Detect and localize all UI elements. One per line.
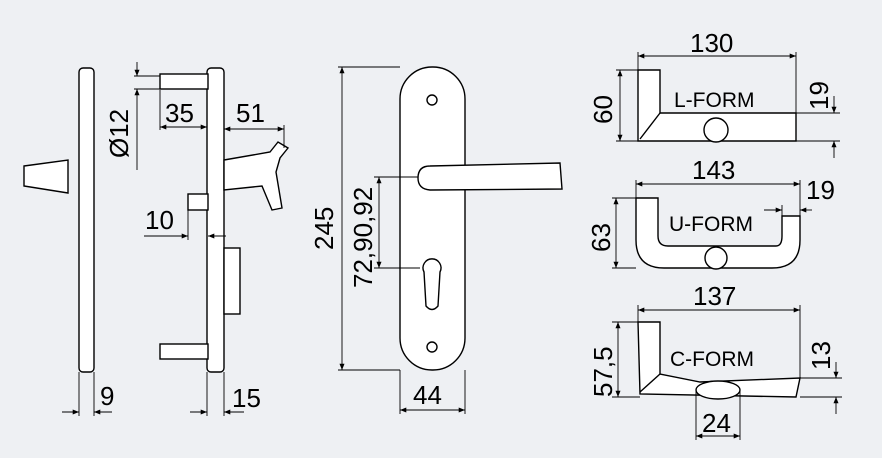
side-lever: [223, 141, 290, 211]
c-form-label: C-FORM: [670, 348, 754, 371]
front-keyhole: [422, 258, 442, 311]
side-right-plate: [206, 67, 225, 373]
c-form-width-label: 137: [693, 281, 736, 311]
c-form-offset-label: 13: [806, 341, 836, 370]
u-form-offset-label: 19: [806, 175, 835, 205]
side-view: Ø12 35 51 10 9 15: [23, 62, 290, 416]
dim-diameter-label: Ø12: [104, 109, 134, 158]
l-form: L-FORM 130 60 19: [588, 28, 840, 158]
front-lever: [417, 162, 563, 191]
c-form-grip-label: 24: [702, 408, 731, 438]
side-lock-case: [223, 247, 241, 315]
side-handle-stub: [23, 159, 69, 194]
side-top-pin: [159, 73, 209, 90]
side-bottom-pin: [159, 343, 209, 360]
side-square-pin: [187, 193, 209, 211]
u-form-label: U-FORM: [669, 213, 753, 236]
dim-35-label: 35: [165, 98, 194, 128]
c-form-shape: [637, 321, 801, 398]
front-screw-top: [426, 94, 438, 106]
c-form-height-label: 57,5: [588, 346, 618, 397]
l-form-offset-label: 19: [804, 81, 834, 110]
l-form-height-label: 60: [588, 95, 618, 124]
dim-10-label: 10: [145, 205, 174, 235]
u-form-spindle: [704, 246, 728, 270]
dim-15-label: 15: [232, 383, 261, 413]
dim-44-label: 44: [413, 380, 442, 410]
l-form-spindle: [703, 117, 729, 143]
front-view: 245 72,90,92 44: [309, 66, 563, 414]
c-form-grip: [695, 380, 741, 400]
u-form-width-label: 143: [692, 155, 735, 185]
side-left-plate: [78, 67, 95, 373]
c-form: C-FORM 137 57,5 13 24: [588, 281, 842, 440]
l-form-width-label: 130: [690, 28, 733, 58]
dim-51-label: 51: [236, 98, 265, 128]
front-plate: [399, 66, 466, 371]
front-screw-bottom: [426, 341, 438, 353]
u-form-height-label: 63: [586, 223, 616, 252]
dim-9-label: 9: [100, 381, 114, 411]
dim-spacing-label: 72,90,92: [348, 187, 378, 288]
l-form-label: L-FORM: [674, 89, 755, 112]
u-form: U-FORM 143 63 19: [586, 155, 835, 270]
dim-245-label: 245: [309, 207, 339, 250]
